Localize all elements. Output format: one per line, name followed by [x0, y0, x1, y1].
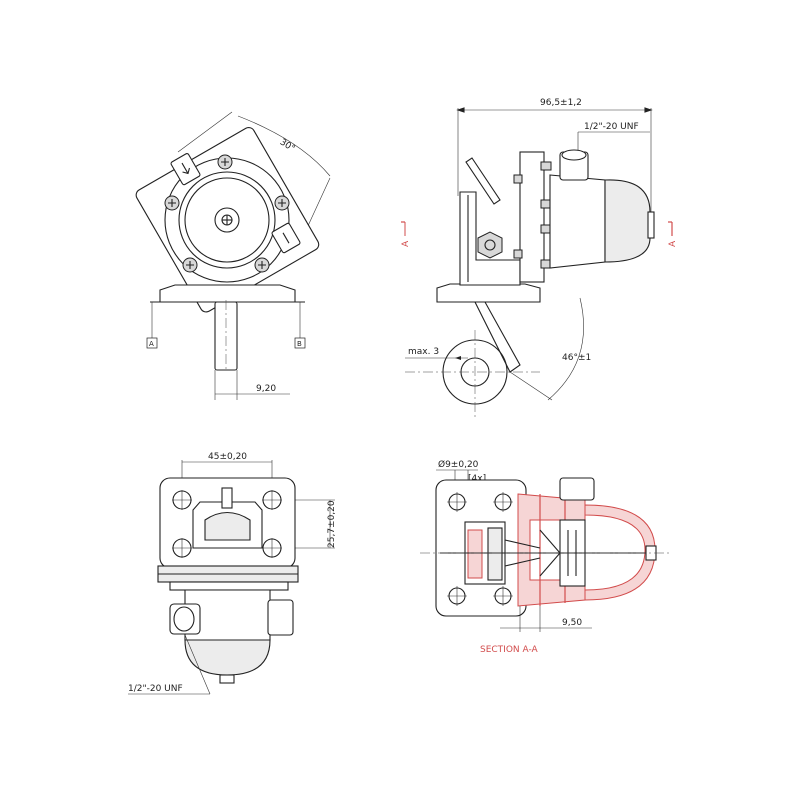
hole-count-label: [4x] — [468, 474, 486, 484]
side-view: 96,5±1,2 1/2"-20 UNF A A — [401, 98, 678, 420]
width-dim-label: 9,20 — [256, 384, 276, 394]
section-title: SECTION A-A — [480, 645, 539, 655]
side-thread-label: 1/2"-20 UNF — [584, 122, 639, 132]
datum-b-label: B — [297, 340, 302, 348]
lever-angle-label: 46°±1 — [562, 353, 591, 363]
bottom-horizontal-dim: 45±0,20 — [208, 452, 247, 462]
section-marker-right: A — [668, 240, 678, 247]
bottom-thread-label: 1/2"-20 UNF — [128, 684, 183, 694]
section-view: Ø9±0,20 [4x] 9,50 SECTION A-A — [420, 459, 670, 655]
depth-dim-label: 9,50 — [562, 618, 582, 628]
datum-a-label: A — [149, 340, 154, 348]
bottom-vertical-dim: 25,7±0,20 — [327, 500, 337, 548]
hole-diameter-label: Ø9±0,20 — [438, 459, 479, 470]
overall-length-label: 96,5±1,2 — [540, 98, 582, 108]
max-label: max. 3 — [408, 347, 439, 357]
section-marker-left: A — [401, 240, 411, 247]
front-view: 30° A — [135, 111, 331, 400]
bottom-view: 45±0,20 25,7±0,20 1/2"-20 UNF — [128, 452, 337, 695]
angle-30-label: 30° — [278, 137, 297, 154]
